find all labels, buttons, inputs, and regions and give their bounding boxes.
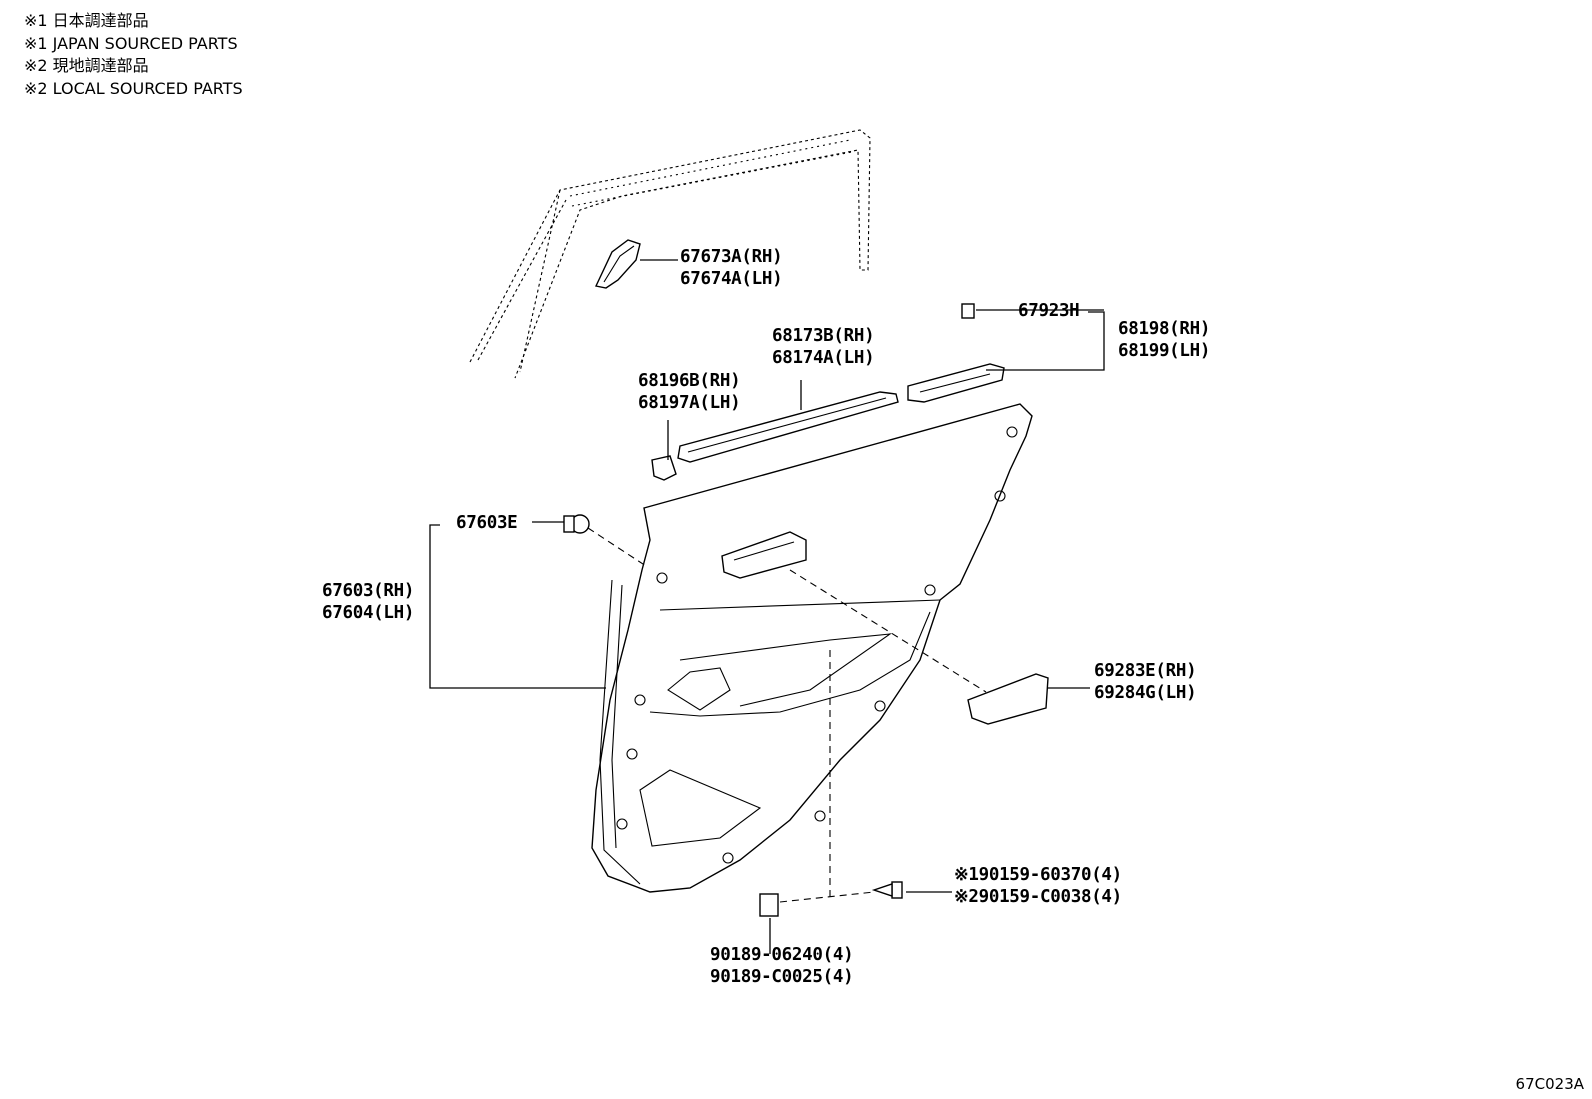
label-69283e: 69283E(RH) (1094, 661, 1197, 681)
note-japan-jp: ※1 日本調達部品 (24, 11, 149, 30)
label-90159-c0038: ※290159-C0038(4) (954, 887, 1122, 907)
label-68174a: 68174A(LH) (772, 348, 875, 368)
label-90159-60370: ※190159-60370(4) (954, 865, 1122, 885)
part-90159-screw (871, 881, 903, 899)
label-68173b: 68173B(RH) (772, 326, 875, 346)
part-67923h-clip (961, 303, 975, 319)
label-90189-06240: 90189-06240(4) (710, 945, 854, 965)
part-67673a-garnish (594, 239, 641, 289)
diagram-code: 67C023A (1515, 1075, 1584, 1093)
label-67673a: 67673A(RH) (680, 247, 783, 267)
label-68197a: 68197A(LH) (638, 393, 741, 413)
assembly-lines (587, 527, 987, 903)
label-67604: 67604(LH) (322, 603, 415, 623)
part-90189-nut (759, 893, 779, 917)
leader-lines (429, 259, 1105, 954)
label-69284g: 69284G(LH) (1094, 683, 1197, 703)
label-67674a: 67674A(LH) (680, 269, 783, 289)
label-68199: 68199(LH) (1118, 341, 1211, 361)
part-68173b-weatherstrip (677, 391, 899, 463)
part-68196b-clip (651, 455, 677, 481)
label-90189-c0025: 90189-C0025(4) (710, 967, 854, 987)
label-67603e: 67603E (456, 513, 518, 533)
part-68198-bracket (907, 363, 1005, 403)
note-japan-en: ※1 JAPAN SOURCED PARTS (24, 34, 238, 53)
label-68198: 68198(RH) (1118, 319, 1211, 339)
part-67603e-clip (563, 514, 590, 534)
note-local-jp: ※2 現地調達部品 (24, 56, 149, 75)
label-68196b: 68196B(RH) (638, 371, 741, 391)
part-67603-door-trim-panel (591, 403, 1033, 893)
label-67923h: 67923H (1018, 301, 1080, 321)
door-frame-outline (469, 129, 871, 379)
note-local-en: ※2 LOCAL SOURCED PARTS (24, 79, 243, 98)
part-69283e-armrest (967, 673, 1049, 725)
label-67603: 67603(RH) (322, 581, 415, 601)
